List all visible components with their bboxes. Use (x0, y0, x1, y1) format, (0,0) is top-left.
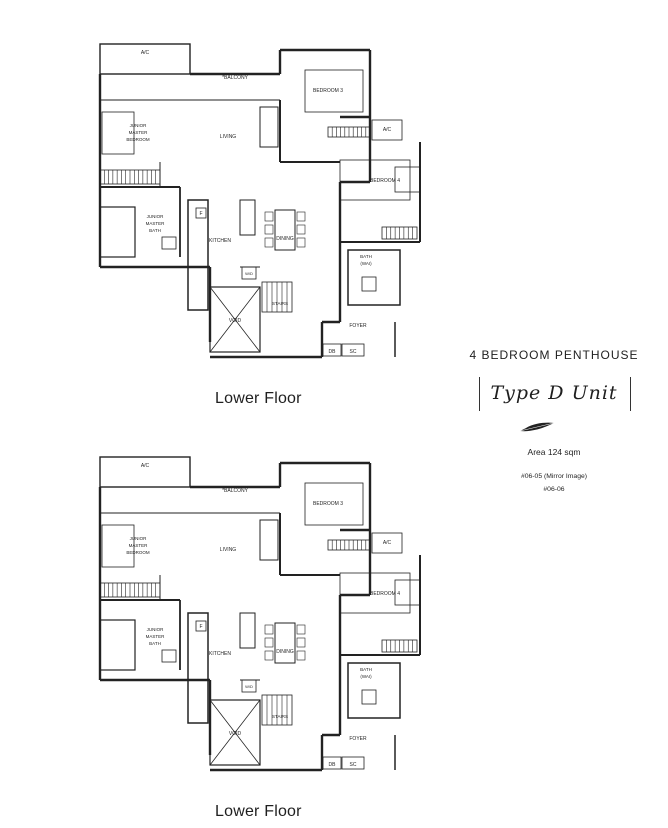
unit-area: Area 124 sqm (527, 447, 581, 457)
jmbath-label-2: MASTER (146, 221, 166, 226)
balcony-label: *BALCONY (222, 488, 249, 494)
living-label: LIVING (220, 547, 237, 553)
jmb-label-3: BEDROOM (126, 137, 150, 142)
bath-label-2: (WAI) (360, 674, 372, 679)
sofa (259, 106, 279, 148)
db-box (322, 343, 342, 357)
balcony-label: *BALCONY (222, 75, 249, 81)
dining-table (274, 209, 296, 251)
toilet-bath (361, 276, 377, 292)
unit-type-frame (479, 377, 631, 411)
jmbath-label-1: JUNIOR (147, 627, 165, 632)
ac-label-right: A/C (383, 127, 392, 133)
foyer-label: FOYER (349, 736, 367, 742)
ac-label-top: A/C (141, 463, 150, 469)
kitchen-label: KITCHEN (209, 238, 231, 244)
bed-junior-master (101, 111, 135, 155)
sofa (259, 519, 279, 561)
ac-label-right: A/C (383, 540, 392, 546)
ac-label-top: A/C (141, 50, 150, 56)
floor-plan-upper: A/C *BALCONY BEDROOM 3 A/C JUNIOR MASTER BEDRO… (90, 32, 435, 362)
jmb-label-3: BEDROOM (126, 550, 150, 555)
void-label: VOID (229, 318, 242, 324)
stairs-label: STAIRS (272, 301, 288, 306)
db-box (322, 756, 342, 770)
jmb-label-1: JUNIOR (130, 123, 148, 128)
toilet-jmb (161, 649, 177, 663)
fridge-label: F (199, 624, 202, 630)
bed-bedroom-3 (304, 482, 364, 526)
washer (241, 266, 257, 280)
washer (241, 679, 257, 693)
bedroom-4-label: BEDROOM 4 (370, 178, 400, 184)
washer-label: W/D (245, 271, 253, 276)
jmbath-label-3: BATH (149, 641, 161, 646)
toilet-bath (361, 689, 377, 705)
ac-ledge (99, 456, 191, 488)
fridge (195, 207, 207, 219)
floor-plan-lower: A/C *BALCONY BEDROOM 3 A/C JUNIOR MASTER BEDRO… (90, 445, 435, 775)
fridge-label: F (199, 211, 202, 217)
fridge (195, 620, 207, 632)
db-label: DB (329, 762, 337, 768)
jmb-label-2: MASTER (129, 130, 149, 135)
jmbath-label-2: MASTER (146, 634, 166, 639)
dining-label: DINING (276, 649, 294, 655)
stairs-label: STAIRS (272, 714, 288, 719)
foyer-label: FOYER (349, 323, 367, 329)
dining-table (274, 622, 296, 664)
bath-label-1: BATH (360, 254, 372, 259)
db-label: DB (329, 349, 337, 355)
sc-label: SC (350, 762, 357, 768)
bedroom-4-label: BEDROOM 4 (370, 591, 400, 597)
dining-label: DINING (276, 236, 294, 242)
unit-type-title: Type D Unit (490, 382, 618, 404)
jmbath-label-1: JUNIOR (147, 214, 165, 219)
unit-heading: 4 BEDROOM PENTHOUSE (469, 348, 639, 362)
jmb-label-1: JUNIOR (130, 536, 148, 541)
jmb-label-2: MASTER (129, 543, 149, 548)
feather-icon (519, 422, 555, 432)
sc-label: SC (350, 349, 357, 355)
floor-caption-lower: Lower Floor (215, 803, 302, 820)
bed-bedroom-3 (304, 69, 364, 113)
toilet-jmb (161, 236, 177, 250)
sc-box (341, 756, 365, 770)
living-label: LIVING (220, 134, 237, 140)
void-area (209, 286, 261, 353)
sink (239, 612, 256, 649)
unit-number-2: #06-06 (543, 486, 565, 493)
void-area (209, 699, 261, 766)
sink (239, 199, 256, 236)
bedroom-3-label: BEDROOM 3 (313, 501, 343, 507)
unit-number-1: #06-05 (Mirror Image) (520, 473, 588, 480)
void-label: VOID (229, 731, 242, 737)
bedroom-3-label: BEDROOM 3 (313, 88, 343, 94)
bed-junior-master (101, 524, 135, 568)
kitchen-label: KITCHEN (209, 651, 231, 657)
floor-caption-upper: Lower Floor (215, 390, 302, 407)
bath-label-1: BATH (360, 667, 372, 672)
jmbath-label-3: BATH (149, 228, 161, 233)
washer-label: W/D (245, 684, 253, 689)
sc-box (341, 343, 365, 357)
ac-ledge (99, 43, 191, 75)
bath-label-2: (WAI) (360, 261, 372, 266)
